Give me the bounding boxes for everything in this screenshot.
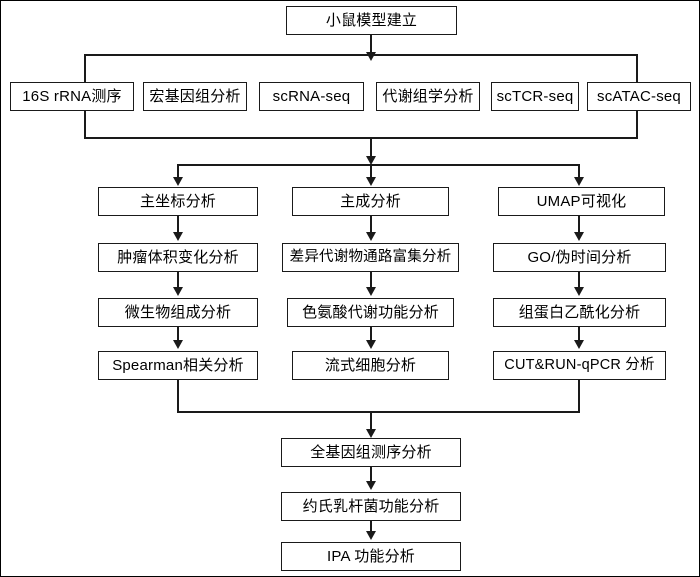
branch-drop-2	[370, 164, 372, 179]
node-metabolomics: 代谢组学分析	[376, 82, 480, 111]
node-flow-cytometry-analysis: 流式细胞分析	[292, 351, 449, 380]
node-l-johnsonii-function-analysis: 约氏乳杆菌功能分析	[281, 492, 461, 521]
node-label: IPA 功能分析	[326, 548, 415, 565]
node-label: 小鼠模型建立	[325, 12, 418, 29]
node-label: 微生物组成分析	[124, 304, 232, 321]
connector-tail-2-3	[370, 521, 372, 533]
node-mouse-model: 小鼠模型建立	[286, 6, 457, 35]
node-label: scATAC-seq	[597, 88, 681, 105]
node-umap-visualization: UMAP可视化	[498, 187, 665, 216]
node-tryptophan-metabolism-function-analysis: 色氨酸代谢功能分析	[287, 298, 454, 327]
node-label: 色氨酸代谢功能分析	[302, 304, 439, 321]
node-label: 代谢组学分析	[382, 88, 474, 105]
connector-b3-s3-s4	[578, 327, 580, 342]
node-differential-metabolite-pathway-enrichment: 差异代谢物通路富集分析	[282, 243, 459, 272]
connector-b1-s3-s4	[177, 327, 179, 342]
merge-riser-3	[578, 380, 580, 413]
connector-bus-to-split	[370, 137, 372, 160]
node-label: 组蛋白乙酰化分析	[518, 304, 641, 321]
node-microbiome-composition-analysis: 微生物组成分析	[98, 298, 258, 327]
arrowhead-top-to-bus	[366, 52, 376, 61]
arrowhead-b1-s3-s4	[172, 340, 183, 349]
arrowhead-b2-s3-s4	[366, 340, 376, 349]
node-label: 约氏乳杆菌功能分析	[302, 498, 440, 515]
node-pcoa-analysis: 主坐标分析	[98, 187, 258, 216]
node-label: 差异代谢物通路富集分析	[289, 249, 452, 266]
arrowhead-b2-s1-s2	[366, 232, 376, 241]
arrowhead-bus-to-split	[366, 156, 376, 165]
node-label: GO/伪时间分析	[527, 249, 632, 266]
bus-assays-top	[84, 54, 638, 56]
branch-drop-1	[177, 164, 179, 179]
merge-riser-1	[177, 380, 179, 413]
node-metagenomics: 宏基因组分析	[143, 82, 247, 111]
bus-branches	[177, 164, 580, 166]
branch-drop-3	[578, 164, 580, 179]
arrowhead-b3-s3-s4	[574, 340, 585, 349]
arrowhead-b3-s2-s3	[574, 287, 585, 296]
node-ipa-function-analysis: IPA 功能分析	[281, 542, 461, 571]
connector-b2-s2-s3	[370, 272, 372, 289]
node-label: 主成分析	[340, 193, 401, 210]
arrowhead-b1-s2-s3	[172, 287, 183, 296]
arrowhead-b3-s1-s2	[574, 232, 585, 241]
merge-to-tail	[370, 411, 372, 432]
node-pca-analysis: 主成分析	[292, 187, 449, 216]
connector-tail-1-2	[370, 467, 372, 483]
arrowhead-b1-s1-s2	[172, 232, 183, 241]
node-cutrun-qpcr-analysis: CUT&RUN-qPCR 分析	[493, 351, 666, 380]
arrowhead-tail-1-2	[366, 481, 376, 490]
arrowhead-branch-2	[366, 177, 376, 186]
arrowhead-branch-3	[574, 177, 585, 186]
connector-b1-s1-s2	[177, 216, 179, 234]
arrowhead-tail-2-3	[366, 531, 376, 540]
connector-b3-s2-s3	[578, 272, 580, 289]
node-label: 宏基因组分析	[149, 88, 241, 105]
node-histone-acetylation-analysis: 组蛋白乙酰化分析	[493, 298, 666, 327]
connector-top-to-bus	[370, 35, 372, 55]
node-label: 主坐标分析	[139, 193, 216, 210]
arrowhead-branch-1	[172, 177, 183, 186]
node-sctcr-seq: scTCR-seq	[491, 82, 579, 111]
node-go-pseudotime-analysis: GO/伪时间分析	[493, 243, 666, 272]
node-label: scRNA-seq	[272, 88, 351, 105]
node-spearman-correlation-analysis: Spearman相关分析	[98, 351, 258, 380]
connector-b2-s3-s4	[370, 327, 372, 342]
arrowhead-b2-s2-s3	[366, 287, 376, 296]
node-tumor-volume-analysis: 肿瘤体积变化分析	[98, 243, 258, 272]
node-label: Spearman相关分析	[112, 357, 244, 374]
node-label: 流式细胞分析	[324, 357, 417, 374]
connector-b1-s2-s3	[177, 272, 179, 289]
node-scatac-seq: scATAC-seq	[587, 82, 691, 111]
node-label: UMAP可视化	[536, 193, 627, 210]
node-label: scTCR-seq	[496, 88, 574, 105]
node-label: 16S rRNA测序	[22, 88, 122, 105]
connector-b3-s1-s2	[578, 216, 580, 234]
node-label: 全基因组测序分析	[310, 444, 432, 461]
arrowhead-merge-to-tail	[366, 429, 376, 438]
node-16s-rrna-seq: 16S rRNA测序	[10, 82, 134, 111]
bus-assays-bottom	[84, 137, 638, 139]
node-label: CUT&RUN-qPCR 分析	[504, 357, 655, 374]
node-label: 肿瘤体积变化分析	[117, 249, 239, 266]
node-scrna-seq: scRNA-seq	[259, 82, 364, 111]
connector-b2-s1-s2	[370, 216, 372, 234]
node-whole-genome-sequencing-analysis: 全基因组测序分析	[281, 438, 461, 467]
merge-bus	[177, 411, 580, 413]
